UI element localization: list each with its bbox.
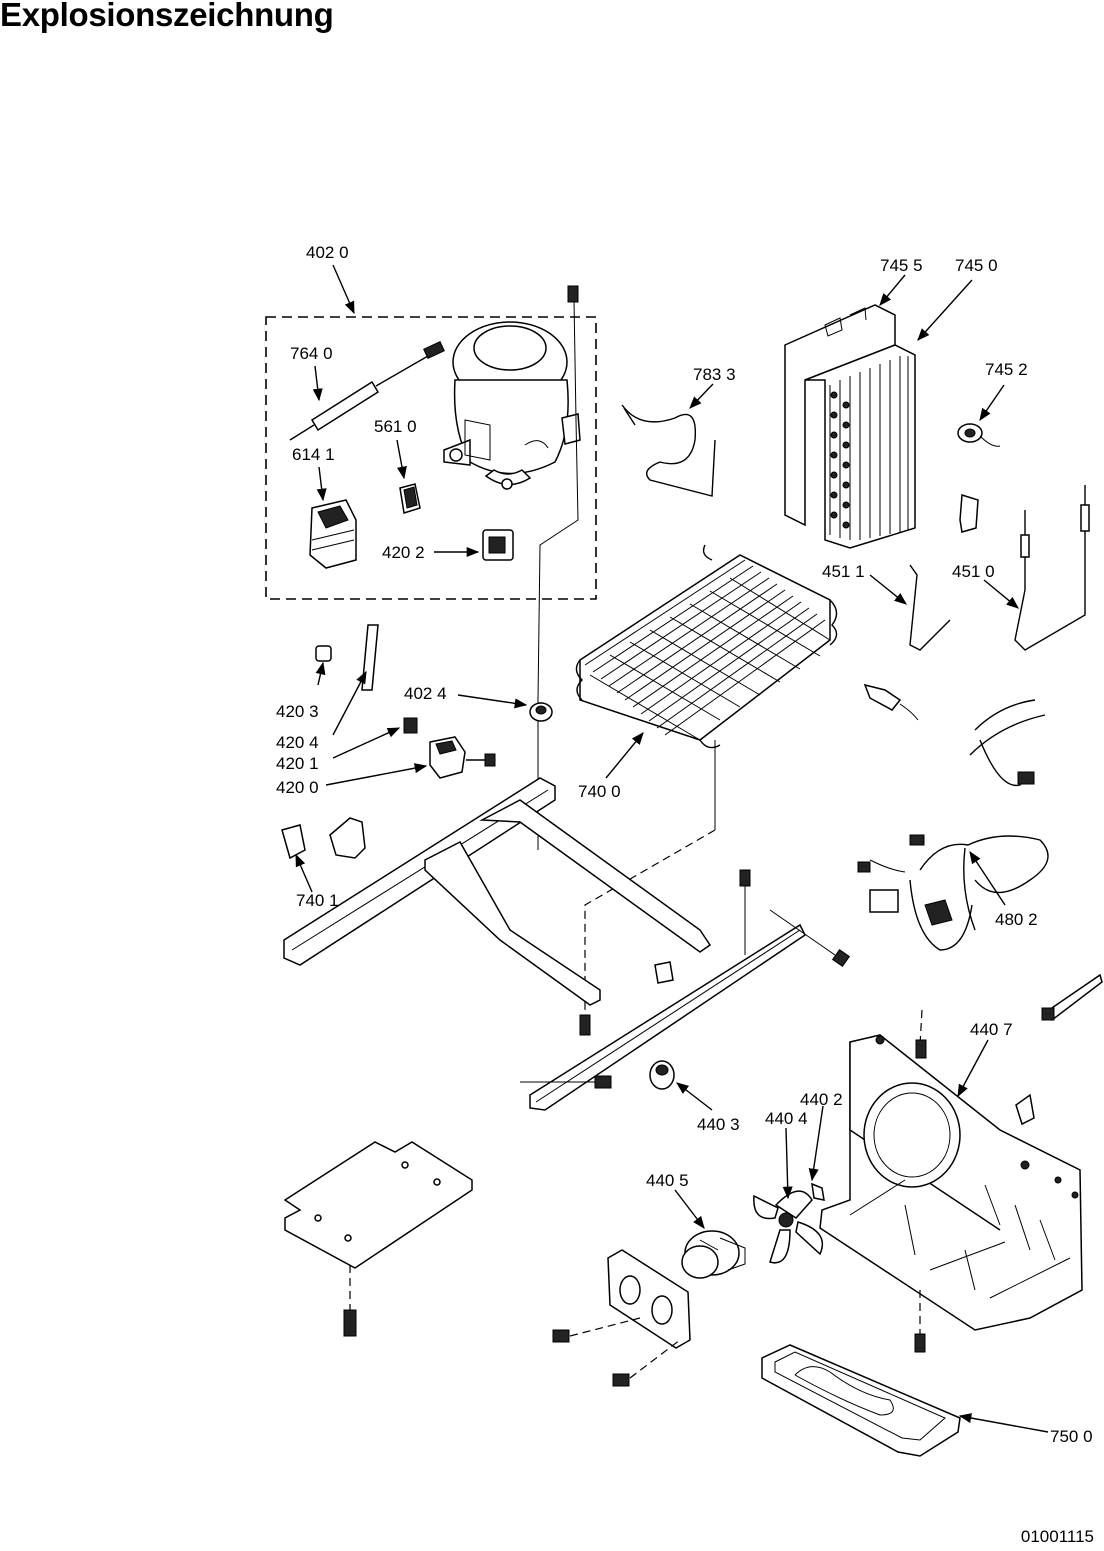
- sensor-clip-drawing: [863, 683, 919, 721]
- clip-4402-drawing: [811, 1182, 825, 1201]
- cable-tie-drawing: [1041, 973, 1103, 1022]
- fan-housing-drawing: [819, 1009, 1083, 1353]
- fan-motor-4405-drawing: [681, 1230, 746, 1279]
- callout-7452: 745 2: [985, 360, 1028, 379]
- callout-4200: 420 0: [276, 778, 319, 797]
- grommet-4203-drawing: [315, 645, 332, 662]
- callout-4201: 420 1: [276, 754, 319, 773]
- callout-7455: 745 5: [880, 256, 923, 275]
- callout-4403: 440 3: [697, 1115, 740, 1134]
- leader-lines: [295, 264, 1049, 1433]
- evaporator-drawing: [575, 544, 838, 1015]
- compressor-drawing: [443, 321, 581, 490]
- callout-4404: 440 4: [765, 1109, 808, 1128]
- drain-pan-drawing: [761, 1344, 961, 1457]
- cover-plate-drawing: [283, 1141, 473, 1337]
- callout-7450: 745 0: [955, 256, 998, 275]
- fitting-4403-drawing: [649, 1060, 675, 1090]
- hose-4204-drawing: [361, 624, 379, 691]
- overload-4201-drawing: [403, 717, 418, 734]
- callout-labels: 402 0 764 0 561 0 614 1 420 2 783 3 745 …: [276, 243, 1093, 1446]
- callout-4511: 451 1: [822, 562, 865, 581]
- document-number: 01001115: [1020, 1527, 1094, 1546]
- callout-7833: 783 3: [693, 365, 736, 384]
- callout-6141: 614 1: [292, 445, 335, 464]
- compressor-group-frame: [265, 316, 597, 600]
- capillary-4510-drawing: [1014, 485, 1090, 651]
- relay-drawing: [309, 499, 357, 569]
- condenser-drawing: [784, 304, 916, 549]
- callout-7500: 750 0: [1050, 1427, 1093, 1446]
- page-title: Explosionszeichnung: [0, 0, 334, 33]
- callout-7400: 740 0: [578, 782, 621, 801]
- grommet-4024-drawing: [529, 702, 553, 722]
- fan-motor-bracket-drawing: [552, 1249, 691, 1387]
- callout-4802: 480 2: [995, 910, 1038, 929]
- callout-7640: 764 0: [290, 344, 333, 363]
- bracket-4200-drawing: [429, 736, 496, 779]
- bracket-4511-drawing: [909, 494, 979, 651]
- cap-4202-drawing: [482, 529, 514, 561]
- callout-4204: 420 4: [276, 733, 319, 752]
- callout-4202: 420 2: [382, 543, 425, 562]
- wiring-harness-drawing: [857, 699, 1049, 951]
- callout-4024: 402 4: [404, 684, 447, 703]
- base-frame-drawing: [281, 777, 851, 1111]
- callout-4407: 440 7: [970, 1020, 1013, 1039]
- thermostat-7452-drawing: [957, 423, 1001, 447]
- callout-5610: 561 0: [374, 417, 417, 436]
- clip-5610-drawing: [399, 483, 421, 514]
- callout-4203: 420 3: [276, 702, 319, 721]
- fan-blade-4404-drawing: [753, 1190, 824, 1264]
- callout-4020: 402 0: [306, 243, 349, 262]
- callout-4402: 440 2: [800, 1090, 843, 1109]
- callout-4510: 451 0: [952, 562, 995, 581]
- screw-top: [567, 285, 579, 303]
- callout-7401: 740 1: [296, 891, 339, 910]
- callout-4405: 440 5: [646, 1171, 689, 1190]
- filter-drier-drawing: [289, 341, 445, 441]
- tube-7833-drawing: [621, 404, 716, 497]
